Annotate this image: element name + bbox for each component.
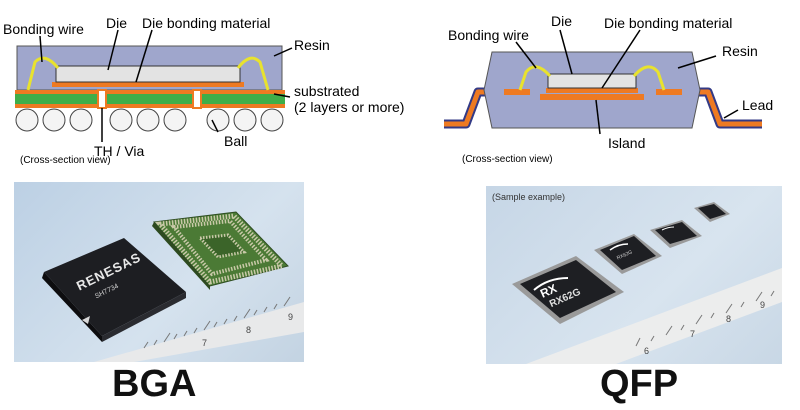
qfp-label-resin: Resin bbox=[722, 43, 758, 59]
bga-bonding-wire-right bbox=[236, 56, 270, 91]
bga-substrate bbox=[15, 90, 285, 108]
qfp-sample-label: (Sample example) bbox=[492, 192, 566, 202]
bga-title: BGA bbox=[112, 363, 197, 405]
bga-die-bonding-material bbox=[52, 82, 244, 87]
qfp-die bbox=[547, 73, 637, 89]
qfp-chip-medium bbox=[600, 236, 656, 270]
qfp-label-island: Island bbox=[608, 135, 646, 151]
bga-via-2 bbox=[192, 89, 202, 109]
qfp-ruler bbox=[526, 268, 782, 364]
bga-copper-top bbox=[15, 90, 285, 94]
bga-label-substrated-layers: (2 layers or more) bbox=[294, 99, 405, 115]
bga-chip-top bbox=[44, 238, 186, 336]
qfp-chip-tiny bbox=[698, 204, 726, 219]
qfp-label-die: Die bbox=[551, 13, 573, 29]
bga-label-th-via: TH / Via bbox=[94, 143, 145, 159]
bga-ruler-number-8: 8 bbox=[246, 325, 252, 335]
qfp-chip-large bbox=[520, 260, 616, 318]
bga-label-ball: Ball bbox=[224, 133, 248, 149]
qfp-label-cross-section: (Cross-section view) bbox=[462, 154, 553, 165]
qfp-island bbox=[540, 94, 644, 100]
qfp-ruler-number-7: 7 bbox=[690, 329, 696, 339]
qfp-ruler-number-8: 8 bbox=[726, 314, 732, 324]
qfp-label-die-bonding-material: Die bonding material bbox=[604, 15, 733, 31]
bga-die bbox=[55, 65, 241, 83]
qfp-ruler-number-9: 9 bbox=[760, 300, 766, 310]
bga-ruler-number-9: 9 bbox=[288, 312, 294, 322]
qfp-bonding-wire-right bbox=[632, 65, 666, 91]
bga-ball-grid bbox=[154, 213, 287, 285]
bga-label-resin: Resin bbox=[294, 37, 330, 53]
qfp-chip-small bbox=[655, 222, 697, 244]
bga-label-cross-section: (Cross-section view) bbox=[20, 155, 111, 166]
bga-copper-bottom bbox=[15, 104, 285, 108]
qfp-die-bonding-material bbox=[546, 88, 638, 93]
bga-label-die: Die bbox=[106, 15, 128, 31]
qfp-title: QFP bbox=[600, 363, 679, 405]
bga-label-bonding-wire: Bonding wire bbox=[3, 21, 84, 37]
qfp-label-bonding-wire: Bonding wire bbox=[448, 27, 529, 43]
qfp-label-lead: Lead bbox=[742, 97, 774, 113]
bga-ruler-number-7: 7 bbox=[202, 338, 208, 348]
bga-photo: RENESAS SH7734 7 8 9 bbox=[14, 182, 304, 362]
qfp-photo: (Sample example) RX RX62G RX62G 6 7 8 9 bbox=[486, 186, 782, 364]
bga-label-die-bonding-material: Die bonding material bbox=[142, 15, 271, 31]
bga-balls bbox=[15, 108, 284, 132]
bga-label-substrated: substrated bbox=[294, 83, 360, 99]
bga-ruler bbox=[94, 302, 304, 362]
bga-bonding-wire-left bbox=[26, 56, 60, 91]
qfp-ruler-number-6: 6 bbox=[644, 346, 650, 356]
